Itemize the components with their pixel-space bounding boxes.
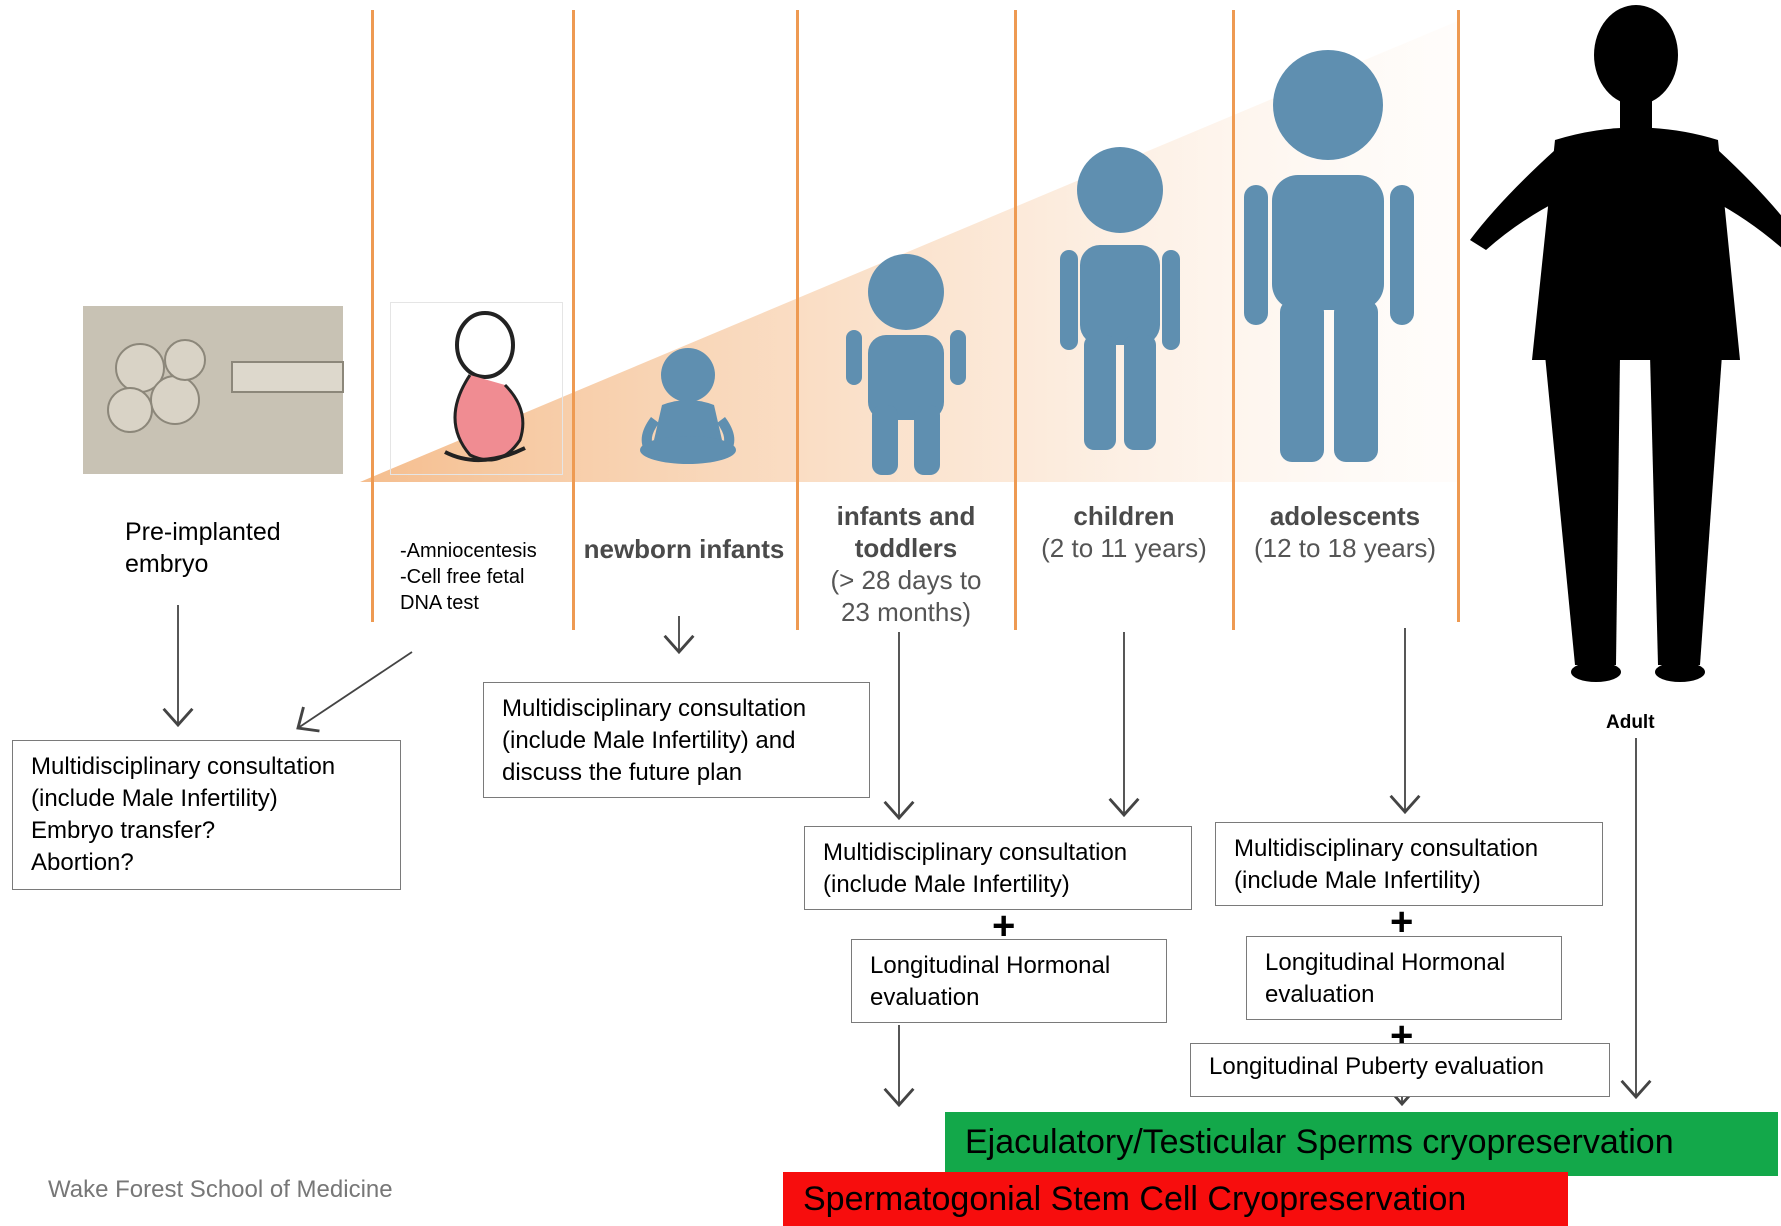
sperm-cryopreservation-bar: Ejaculatory/Testicular Sperms cryopreser… xyxy=(945,1112,1778,1176)
divider-2 xyxy=(572,10,575,630)
newborn-consultation-box: Multidisciplinary consultation (include … xyxy=(483,682,870,798)
divider-4 xyxy=(1014,10,1017,630)
stage-prenatal-tests: -Amniocentesis -Cell free fetal DNA test xyxy=(400,540,537,614)
embryo-consultation-box: Multidisciplinary consultation (include … xyxy=(12,740,401,890)
adolescent-figure xyxy=(1244,50,1414,462)
toddler-figure xyxy=(846,254,966,475)
stage-children: children (2 to 11 years) xyxy=(1018,500,1230,564)
child-hormonal-box: Longitudinal Hormonal evaluation xyxy=(851,939,1167,1023)
adolescent-puberty-box: Longitudinal Puberty evaluation xyxy=(1190,1043,1610,1097)
embryo-photo xyxy=(83,306,344,474)
divider-3 xyxy=(796,10,799,630)
growth-wedge xyxy=(360,20,1460,482)
divider-5 xyxy=(1232,10,1235,630)
stage-adult-label: Adult xyxy=(1606,712,1655,733)
arrow-prenatal xyxy=(296,651,413,733)
stage-adolescents-range: (12 to 18 years) xyxy=(1253,533,1437,563)
stage-newborn-label: newborn infants xyxy=(583,534,785,564)
plus-sign-adolescent-1: + xyxy=(1390,900,1414,944)
child-figure xyxy=(1060,147,1180,450)
divider-1 xyxy=(371,10,374,622)
plus-sign-child: + xyxy=(992,904,1016,948)
divider-6 xyxy=(1457,10,1460,622)
stage-adolescents-title: adolescents xyxy=(1269,501,1421,531)
stage-embryo-label: Pre-implanted embryo xyxy=(125,518,281,578)
stage-infants-range: (> 28 days to 23 months) xyxy=(830,565,982,627)
stage-infants-title: infants and toddlers xyxy=(836,501,976,563)
stage-infants: infants and toddlers (> 28 days to 23 mo… xyxy=(800,500,1012,628)
stage-children-range: (2 to 11 years) xyxy=(1041,533,1207,563)
prenatal-image-frame xyxy=(390,302,563,475)
newborn-figure xyxy=(640,348,736,464)
stage-children-title: children xyxy=(1073,501,1175,531)
adult-silhouette xyxy=(1470,5,1781,682)
ssc-cryopreservation-bar: Spermatogonial Stem Cell Cryopreservatio… xyxy=(783,1172,1568,1226)
adolescent-consultation-box: Multidisciplinary consultation (include … xyxy=(1215,822,1603,906)
pregnant-woman-icon xyxy=(444,311,526,462)
stage-adolescents: adolescents (12 to 18 years) xyxy=(1236,500,1454,564)
child-consultation-box: Multidisciplinary consultation (include … xyxy=(804,826,1192,910)
footer-institution: Wake Forest School of Medicine xyxy=(48,1176,393,1203)
adolescent-hormonal-box: Longitudinal Hormonal evaluation xyxy=(1246,936,1562,1020)
